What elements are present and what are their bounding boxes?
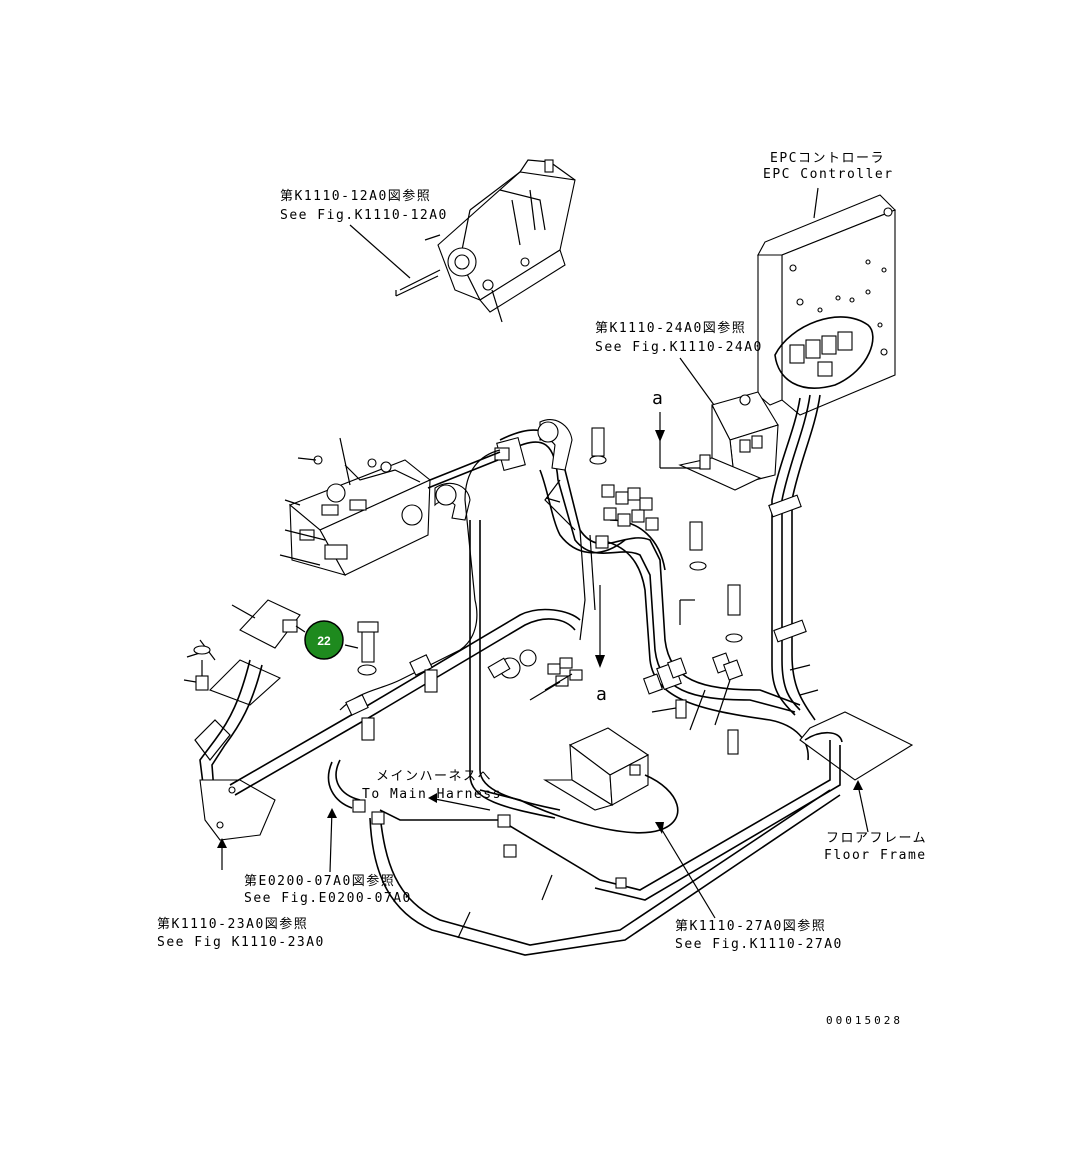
bolts-center: [357, 427, 743, 755]
leader-main: [429, 797, 491, 811]
label-k23-jp: 第K1110-23A0図参照: [157, 916, 308, 932]
label-e0200-en: See Fig.E0200-07A0: [244, 891, 412, 906]
label-main-en: To Main Harness: [362, 787, 502, 802]
label-k23-en: See Fig K1110-23A0: [157, 935, 325, 950]
harness-bundles: [499, 394, 821, 761]
relay-box: [678, 391, 779, 491]
label-k12-jp: 第K1110-12A0図参照: [280, 188, 431, 204]
label-e0200-jp: 第E0200-07A0図参照: [244, 873, 395, 889]
harness-bottom: [327, 520, 841, 956]
connectors-center: [487, 649, 583, 701]
label-k27-en: See Fig.K1110-27A0: [675, 937, 843, 952]
label-view-a-top: a: [652, 388, 664, 409]
leader-valve: [491, 289, 503, 323]
leader-floor: [857, 784, 869, 833]
label-view-a-bottom: a: [596, 684, 608, 705]
elbow-fittings: [434, 419, 573, 521]
leader-k12: [349, 224, 411, 279]
leader-k24: [679, 357, 715, 406]
drawing-number: 00015028: [826, 1014, 903, 1027]
epc-controller: [757, 194, 896, 416]
label-epc-en: EPC Controller: [763, 167, 894, 182]
label-k12-en: See Fig.K1110-12A0: [280, 208, 448, 223]
label-k27-jp: 第K1110-27A0図参照: [675, 918, 826, 934]
leader-e0200: [329, 809, 333, 873]
label-main-jp: メインハーネスへ: [376, 769, 492, 784]
label-floor-en: Floor Frame: [824, 848, 927, 863]
lever-bracket-left: [194, 599, 301, 841]
label-k24-jp: 第K1110-24A0図参照: [595, 320, 746, 336]
callout-number[interactable]: 22: [317, 634, 331, 648]
floor-frame: [799, 711, 914, 781]
lower-controller: [543, 727, 650, 811]
control-box-left: [288, 455, 432, 576]
valve-assembly-top: [395, 159, 576, 313]
callout-circle[interactable]: [304, 620, 344, 660]
label-floor-jp: フロアフレーム: [826, 831, 927, 846]
part-callout-22[interactable]: 22: [304, 620, 344, 660]
label-k24-en: See Fig.K1110-24A0: [595, 340, 763, 355]
bolts-left: [193, 645, 211, 691]
label-epc-jp: EPCコントローラ: [770, 151, 885, 166]
leader-epc: [813, 187, 819, 219]
